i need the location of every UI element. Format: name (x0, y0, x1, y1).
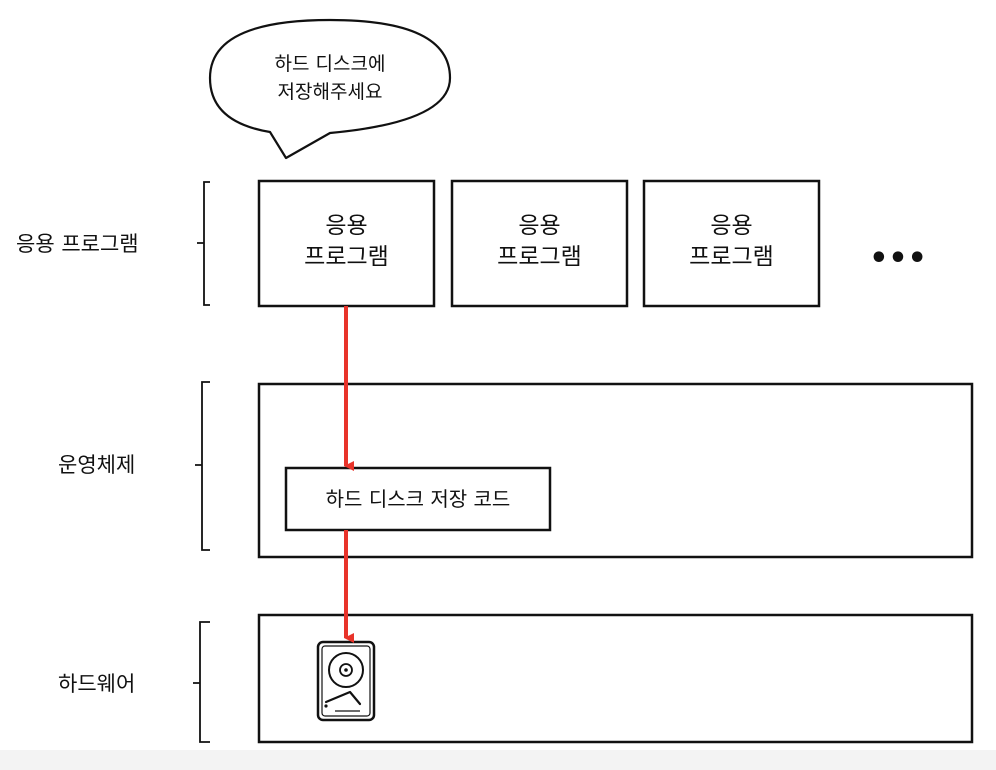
os-code-box: 하드 디스크 저장 코드 (284, 466, 552, 532)
layer-brace-os (195, 381, 210, 551)
layer-brace-app (197, 181, 210, 306)
layer-label-app: 응용 프로그램 (16, 232, 139, 256)
app-box-1-line1: 응용 (325, 213, 367, 239)
speech-bubble: 하드 디스크에 저장해주세요 (208, 18, 452, 160)
app-box-3-line1: 응용 (710, 213, 752, 239)
app-box-1-line2: 프로그램 (304, 244, 389, 270)
os-code-label: 하드 디스크 저장 코드 (326, 487, 511, 511)
app-box-2: 응용 프로그램 (450, 179, 629, 308)
app-box-3: 응용 프로그램 (642, 179, 821, 308)
hardware-layer-box (257, 613, 974, 744)
layer-label-os: 운영체제 (58, 453, 135, 477)
app-box-1: 응용 프로그램 (257, 179, 436, 308)
layer-brace-hw (193, 621, 210, 743)
bottom-band (0, 750, 996, 770)
hard-disk-icon (316, 640, 376, 722)
more-apps-ellipsis: ••• (869, 241, 927, 276)
speech-bubble-line2: 저장해주세요 (278, 81, 383, 103)
app-box-2-line2: 프로그램 (497, 244, 582, 270)
app-box-3-line2: 프로그램 (689, 244, 774, 270)
app-box-2-line1: 응용 (518, 213, 560, 239)
layer-label-hw: 하드웨어 (58, 672, 135, 696)
speech-bubble-line1: 하드 디스크에 (275, 53, 386, 75)
